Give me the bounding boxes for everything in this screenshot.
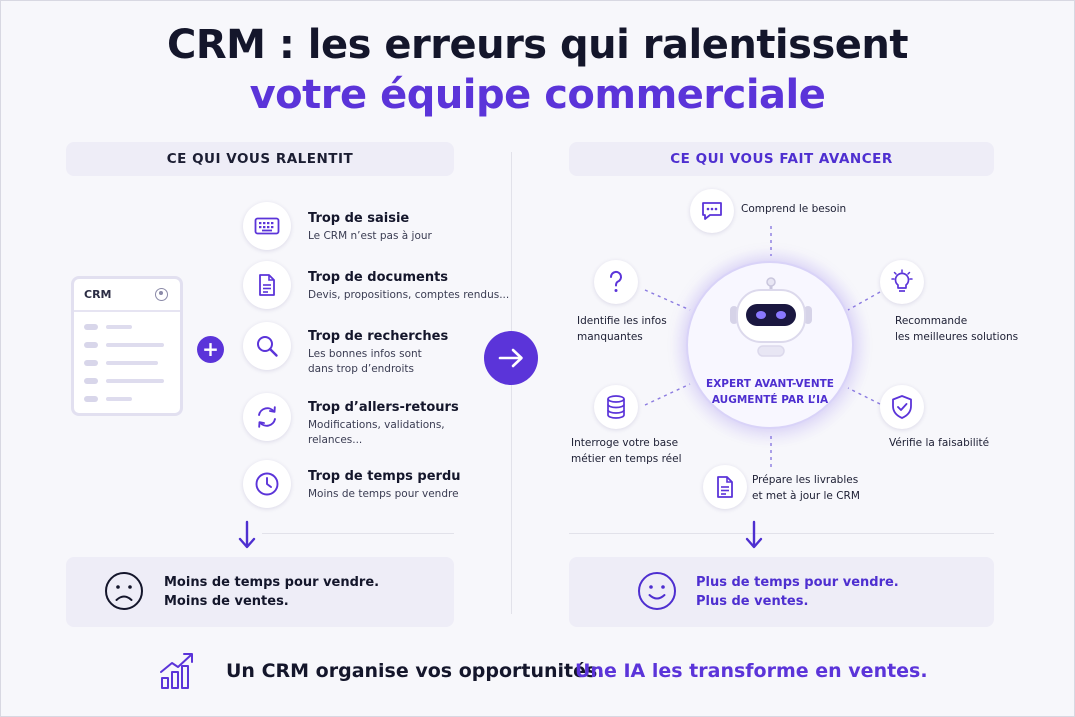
search-icon xyxy=(243,322,291,370)
left-result-panel: Moins de temps pour vendre. Moins de ven… xyxy=(66,557,454,627)
satellite-label: Prépare les livrables xyxy=(752,474,859,486)
arrow-down-icon xyxy=(745,520,763,549)
satellite-label: Interroge votre base xyxy=(571,437,679,449)
avatar-icon xyxy=(155,288,168,301)
result-line: Moins de temps pour vendre. xyxy=(164,575,380,590)
sad-face-icon xyxy=(105,572,143,610)
item-subtitle: dans trop d’endroits xyxy=(308,363,414,375)
database-icon xyxy=(594,385,638,429)
result-line: Plus de temps pour vendre. xyxy=(696,575,899,590)
page-title-line2: votre équipe commerciale xyxy=(249,72,826,118)
footer-text-part1: Un CRM organise vos opportunités. xyxy=(226,660,605,682)
arrow-down-icon xyxy=(238,520,256,549)
plus-icon: + xyxy=(197,336,224,363)
chat-icon xyxy=(690,189,734,233)
question-icon xyxy=(594,260,638,304)
item-subtitle: Les bonnes infos sont xyxy=(308,348,422,360)
happy-face-icon xyxy=(638,572,676,610)
arrow-right-icon xyxy=(484,331,538,385)
item-title: Trop de saisie xyxy=(308,211,410,226)
item-title: Trop de temps perdu xyxy=(308,469,461,484)
hub-label-line: EXPERT AVANT-VENTE xyxy=(706,378,834,390)
hub-label: EXPERT AVANT-VENTE AUGMENTÉ PAR L’IA xyxy=(686,376,854,408)
page-title-line1: CRM : les erreurs qui ralentissent xyxy=(167,22,909,68)
item-title: Trop de documents xyxy=(308,270,449,285)
robot-icon xyxy=(730,277,812,357)
item-subtitle: relances... xyxy=(308,434,363,446)
refresh-icon xyxy=(243,393,291,441)
result-line: Plus de ventes. xyxy=(696,594,809,609)
item-title: Trop d’allers-retours xyxy=(308,400,459,415)
growth-chart-icon xyxy=(160,653,193,689)
crm-card-label: CRM xyxy=(84,288,112,301)
satellite-label: Recommande xyxy=(895,315,968,327)
left-heading: CE QUI VOUS RALENTIT xyxy=(66,142,454,176)
document-icon xyxy=(243,261,291,309)
result-line: Moins de ventes. xyxy=(164,594,289,609)
separator-line xyxy=(569,533,994,534)
item-title: Trop de recherches xyxy=(308,329,449,344)
item-subtitle: Devis, propositions, comptes rendus... xyxy=(308,289,510,301)
footer-text-part2: Une IA les transforme en ventes. xyxy=(575,660,928,682)
item-subtitle: Modifications, validations, xyxy=(308,419,445,431)
right-heading: CE QUI VOUS FAIT AVANCER xyxy=(569,142,994,176)
satellite-label: Identifie les infos xyxy=(577,315,667,327)
hub-label-line: AUGMENTÉ PAR L’IA xyxy=(711,394,829,406)
separator-line xyxy=(262,533,454,534)
satellite-label: les meilleures solutions xyxy=(895,331,1019,343)
satellite-label: Comprend le besoin xyxy=(741,203,847,215)
satellite-label: manquantes xyxy=(577,331,643,343)
clock-icon xyxy=(243,460,291,508)
satellite-label: métier en temps réel xyxy=(571,453,682,465)
satellite-label: et met à jour le CRM xyxy=(752,490,860,502)
crm-card-header: CRM xyxy=(74,279,180,312)
document-icon xyxy=(703,465,747,509)
item-subtitle: Moins de temps pour vendre xyxy=(308,488,459,500)
item-subtitle: Le CRM n’est pas à jour xyxy=(308,230,432,242)
satellite-label: Vérifie la faisabilité xyxy=(889,437,990,449)
right-result-panel: Plus de temps pour vendre. Plus de vente… xyxy=(569,557,994,627)
keyboard-icon xyxy=(243,202,291,250)
shield-check-icon xyxy=(880,385,924,429)
crm-card: CRM xyxy=(71,276,183,416)
lightbulb-icon xyxy=(880,260,924,304)
